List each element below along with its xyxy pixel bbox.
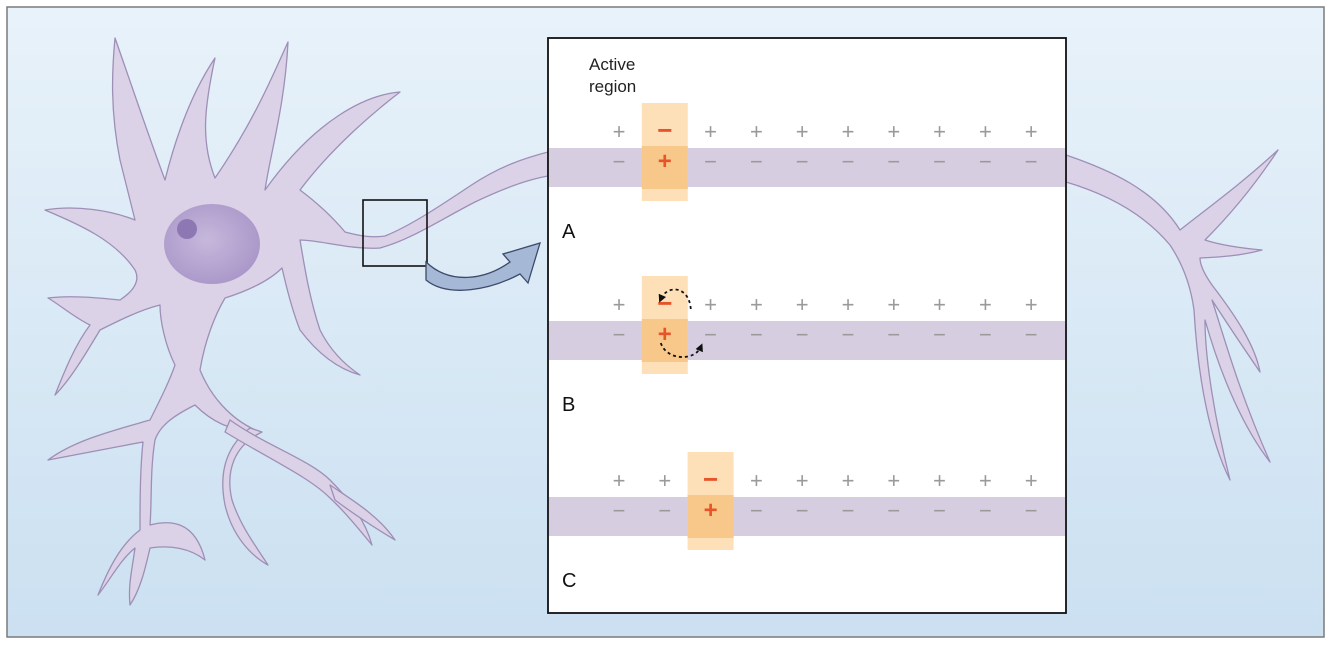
active-inner-charge: + [658, 148, 672, 175]
outer-charge: + [979, 119, 992, 144]
inner-charge: − [613, 149, 626, 174]
active-region-label-line1: Active [589, 55, 635, 74]
current-arrow-inner [659, 342, 703, 358]
outer-charge: + [750, 468, 763, 493]
nucleus [164, 204, 260, 284]
outer-charge: + [704, 292, 717, 317]
panel-b: +−−++−+−+−+−+−+−+−+−B [549, 276, 1065, 416]
outer-charge: + [979, 468, 992, 493]
inner-charge: − [842, 322, 855, 347]
active-region-core [687, 495, 734, 538]
active-inner-charge: + [658, 321, 672, 348]
inner-charge: − [1025, 149, 1038, 174]
inner-charge: − [1025, 322, 1038, 347]
neuron [44, 37, 549, 606]
outer-charge: + [613, 119, 626, 144]
zoom-box [362, 199, 428, 267]
outer-charge: + [1025, 292, 1038, 317]
nucleolus [177, 219, 197, 239]
inner-charge: − [1025, 498, 1038, 523]
inner-charge: − [658, 498, 671, 523]
active-inner-charge: + [704, 497, 718, 524]
inner-charge: − [613, 498, 626, 523]
membrane-band [549, 321, 1065, 360]
outer-charge: + [842, 468, 855, 493]
active-outer-charge: − [657, 115, 672, 145]
inner-charge: − [750, 149, 763, 174]
inner-charge: − [796, 322, 809, 347]
inner-charge: − [933, 149, 946, 174]
panel-label: A [562, 221, 576, 243]
axon-terminal [1065, 149, 1279, 481]
panel-label: C [562, 570, 576, 592]
outer-charge: + [933, 119, 946, 144]
outer-charge: + [842, 292, 855, 317]
outer-charge: + [887, 119, 900, 144]
membrane-band [549, 497, 1065, 536]
dendrite-lower-right [222, 427, 269, 566]
inner-charge: − [887, 498, 900, 523]
outer-charge: + [613, 292, 626, 317]
inner-charge: − [933, 498, 946, 523]
outer-charge: + [933, 468, 946, 493]
active-region-label-line2: region [589, 77, 636, 96]
inner-charge: − [704, 322, 717, 347]
outer-charge: + [842, 119, 855, 144]
outer-charge: + [796, 119, 809, 144]
inner-charge: − [842, 149, 855, 174]
inner-charge: − [887, 322, 900, 347]
inner-charge: − [704, 149, 717, 174]
outer-charge: + [704, 119, 717, 144]
inner-charge: − [887, 149, 900, 174]
panel-c: + − + − − + + − + − + − + − + − + − + − C [549, 452, 1065, 592]
outer-charge: + [887, 468, 900, 493]
zoom-arrow [425, 242, 541, 291]
active-region-core [641, 319, 688, 362]
outer-charge: + [613, 468, 626, 493]
outer-charge: + [750, 119, 763, 144]
outer-charge: + [979, 292, 992, 317]
active-region-core [641, 146, 688, 189]
panel-label: B [562, 394, 575, 416]
outer-charge: + [796, 292, 809, 317]
inner-charge: − [979, 322, 992, 347]
inner-charge: − [979, 498, 992, 523]
membrane-band [549, 148, 1065, 187]
active-outer-charge: − [703, 464, 718, 494]
outer-charge: + [1025, 468, 1038, 493]
outer-charge: + [933, 292, 946, 317]
membrane-panels: +−−++−+−+−+−+−+−+−+−A+−−++−+−+−+−+−+−+−+… [549, 103, 1065, 592]
outer-charge: + [887, 292, 900, 317]
inner-charge: − [613, 322, 626, 347]
outer-charge: + [1025, 119, 1038, 144]
outer-charge: + [750, 292, 763, 317]
inner-charge: − [933, 322, 946, 347]
dendrite-branch-tip [329, 484, 396, 541]
inner-charge: − [750, 498, 763, 523]
outer-charge: + [796, 468, 809, 493]
current-arrow-outer [658, 288, 692, 310]
inner-charge: − [842, 498, 855, 523]
inner-charge: − [750, 322, 763, 347]
inner-charge: − [979, 149, 992, 174]
panel-a: + − − + + − + − + − + − + − + − + − + − A [549, 103, 1065, 243]
dendrite-lower-far [224, 419, 373, 546]
inner-charge: − [796, 498, 809, 523]
inner-charge: − [796, 149, 809, 174]
outer-charge: + [658, 468, 671, 493]
